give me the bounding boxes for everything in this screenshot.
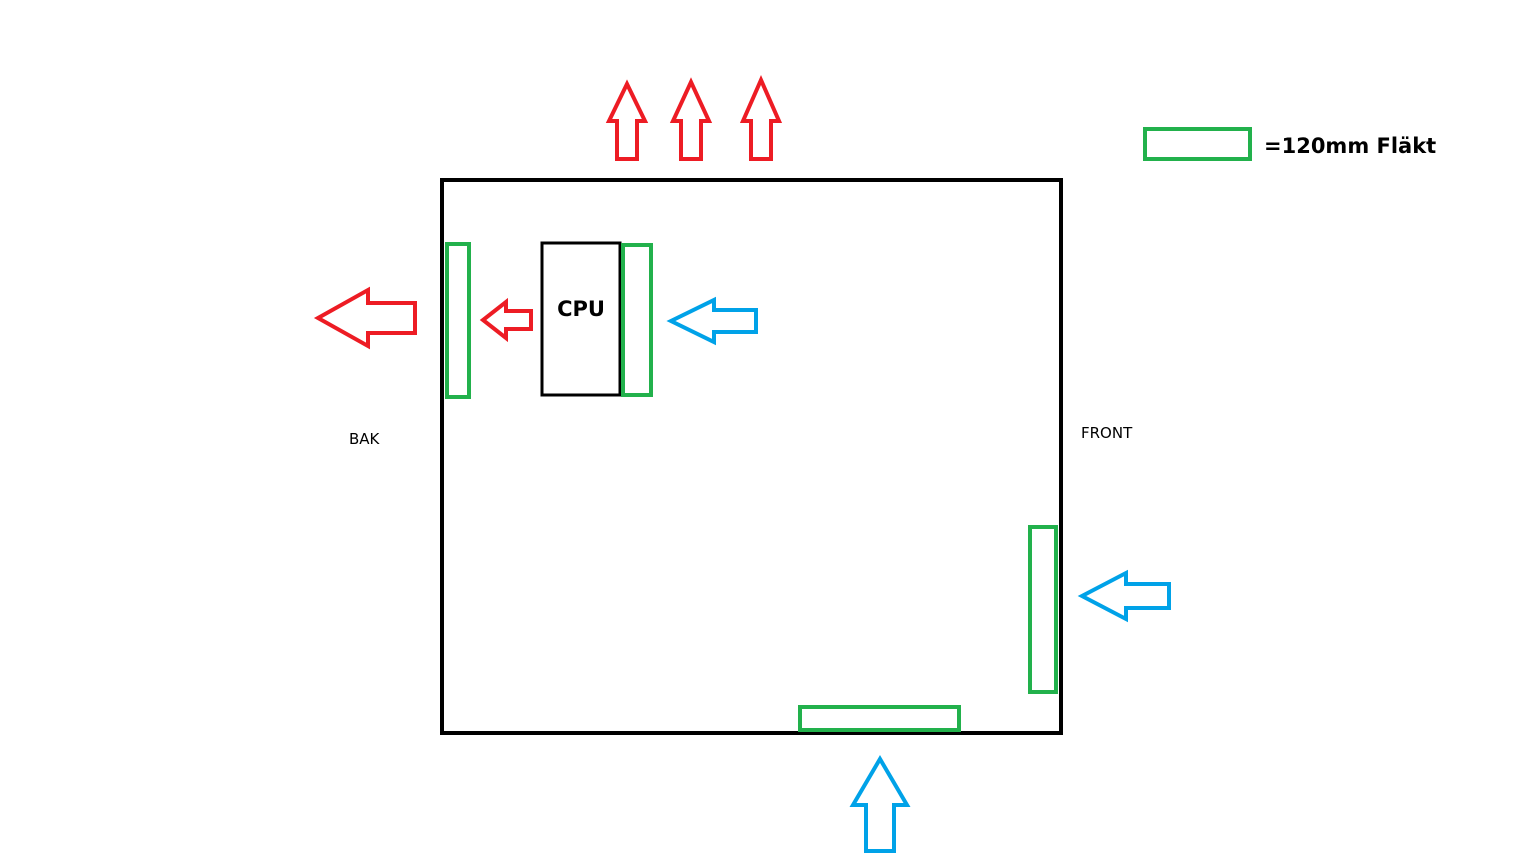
cpu-box	[540, 241, 622, 397]
cpu-intake-arrow	[666, 296, 758, 346]
legend-fan-swatch	[1143, 127, 1252, 161]
cpu-exhaust-arrow	[479, 297, 533, 343]
front-intake-arrow	[1077, 569, 1171, 623]
legend-label: =120mm Fläkt	[1264, 134, 1436, 158]
top-exhaust-arrow	[605, 79, 649, 161]
cpu-label: CPU	[557, 297, 605, 321]
top-exhaust-arrow	[739, 75, 783, 161]
case-outline	[440, 178, 1063, 735]
top-exhaust-arrow	[669, 77, 713, 161]
rear-exhaust-arrow	[313, 286, 417, 350]
cpu-cooler-fan	[621, 243, 653, 397]
front-intake-fan	[1028, 525, 1058, 694]
bottom-intake-fan	[798, 705, 961, 732]
rear-exhaust-fan	[445, 242, 471, 399]
back-label: BAK	[349, 430, 381, 448]
front-label: FRONT	[1081, 424, 1133, 442]
bottom-intake-arrow	[849, 755, 911, 853]
